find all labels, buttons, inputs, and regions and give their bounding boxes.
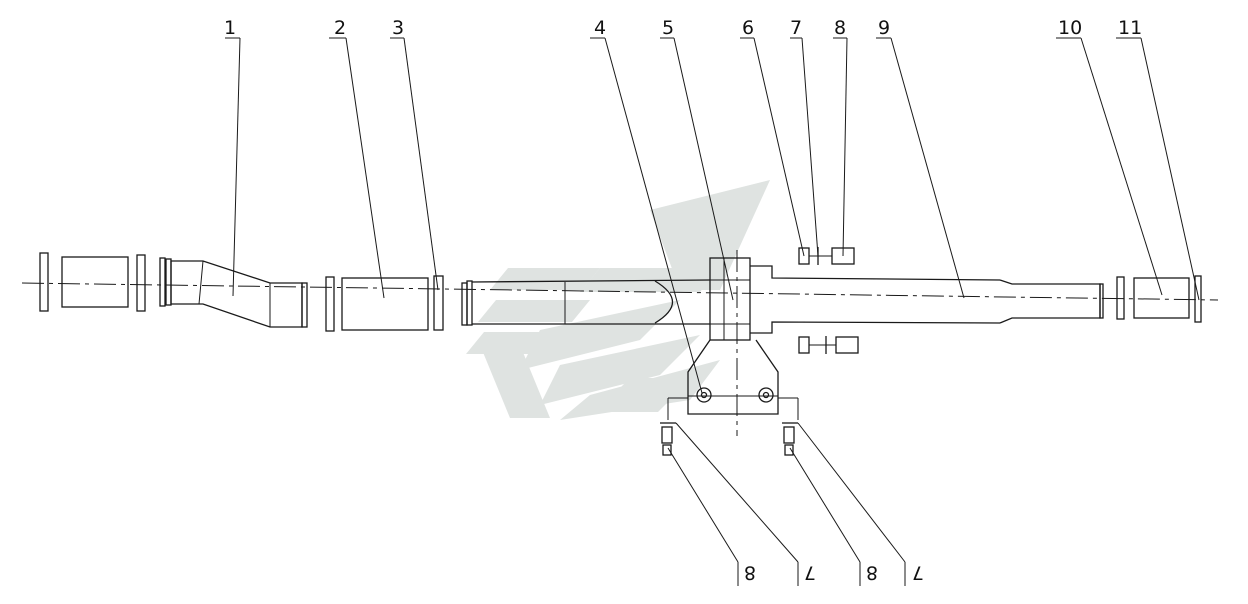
- bolt-set-bottom: [798, 336, 859, 354]
- center-shaft: [461, 279, 711, 326]
- ring-part-3: [433, 275, 444, 331]
- callout-5: 5: [662, 17, 674, 39]
- callout-1: 1: [224, 17, 236, 39]
- callout-4: 4: [594, 17, 606, 39]
- company-logo-watermark: [466, 180, 770, 420]
- callout-8: 8: [834, 17, 846, 39]
- hub-part-5: [709, 250, 1001, 436]
- bottom-callout-labels: 8 7 8 7: [744, 562, 924, 584]
- bracket-part-4: [667, 339, 799, 420]
- bolt-set-lower-left: [660, 422, 676, 456]
- callout-6: 6: [742, 17, 754, 39]
- callout-9: 9: [878, 17, 890, 39]
- callout-bottom-7a: 7: [804, 562, 816, 584]
- ring-part-11: [1194, 275, 1202, 323]
- callout-bottom-8a: 8: [744, 562, 756, 584]
- callout-bottom-8b: 8: [866, 562, 878, 584]
- bent-pipe-part-1: [170, 260, 308, 328]
- sleeve-part-10: [1116, 276, 1190, 320]
- callout-3: 3: [392, 17, 404, 39]
- callout-bottom-7b: 7: [912, 562, 924, 584]
- callout-7: 7: [790, 17, 802, 39]
- leader-lines: [225, 37, 1200, 586]
- sleeve-part-2: [325, 276, 429, 332]
- shaft-part-9: [999, 279, 1104, 324]
- left-end-assembly: [39, 252, 172, 312]
- bolt-set-top: [798, 247, 855, 265]
- callout-10: 10: [1058, 17, 1082, 39]
- main-centerline: [21, 282, 1219, 301]
- callout-11: 11: [1118, 17, 1142, 39]
- callout-2: 2: [334, 17, 346, 39]
- callout-labels: 1 2 3 4 5 6 7 8 9 10 11: [224, 17, 1142, 39]
- bolt-set-lower-right: [782, 422, 798, 456]
